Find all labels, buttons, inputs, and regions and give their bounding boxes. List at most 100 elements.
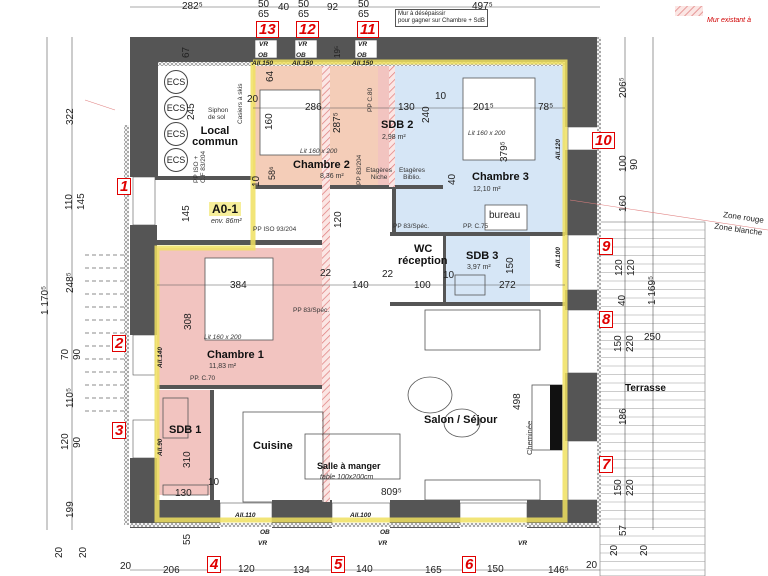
dim-right-120a: 120 xyxy=(614,259,625,276)
dim-int-10a: 10 xyxy=(435,91,447,102)
area-chambre-1: 11,83 m² xyxy=(209,363,237,370)
dim-right-150b: 150 xyxy=(613,479,624,496)
door-pp-iso: PP ISO 93/204 xyxy=(253,226,297,233)
dim-left-1170: 1 170⁵ xyxy=(40,285,51,315)
beds xyxy=(204,77,536,341)
allege-11: All.150 xyxy=(352,60,373,67)
window-number-7[interactable]: 7 xyxy=(599,456,614,473)
allege-10: All.120 xyxy=(555,139,562,160)
dim-top-2: 50 xyxy=(258,0,270,10)
window-vr-5: VR xyxy=(378,540,388,547)
fireplace-hearth xyxy=(550,385,562,450)
window-vr-13: VR xyxy=(259,41,269,48)
door-pp-c70: PP. C.70 xyxy=(190,375,216,382)
window-number-11[interactable]: 11 xyxy=(357,21,379,38)
window-number-1[interactable]: 1 xyxy=(117,178,132,195)
dim-int-58: 58⁶ xyxy=(267,166,277,180)
dim-right-40: 40 xyxy=(617,294,628,306)
allege-4: All.110 xyxy=(235,512,256,519)
dim-int-64: 64 xyxy=(265,70,276,82)
window-number-13[interactable]: 13 xyxy=(256,21,279,38)
window-number-6[interactable]: 6 xyxy=(462,556,477,573)
unit-outline xyxy=(154,59,568,523)
legend-hatch-swatch xyxy=(675,6,703,16)
dim-top-1: 282⁵ xyxy=(182,1,203,12)
dim-int-379: 379⁵ xyxy=(499,141,510,162)
ecs-tank-3: ECS xyxy=(164,122,188,146)
terrace-label: Terrasse xyxy=(625,383,666,394)
fireplace-label: Cheminée xyxy=(525,420,534,455)
dim-right-20c: 20 xyxy=(586,560,598,571)
allege-9: All.100 xyxy=(555,247,562,268)
dim-right-57: 57 xyxy=(618,524,629,536)
window-number-8[interactable]: 8 xyxy=(599,311,614,328)
area-chambre-2: 8,36 m² xyxy=(320,173,344,180)
allege-13: All.150 xyxy=(252,60,273,67)
room-label-cuisine: Cuisine xyxy=(253,440,293,452)
ecs-tank-1: ECS xyxy=(164,70,188,94)
window-number-5[interactable]: 5 xyxy=(331,556,346,573)
ecs-tank-4: ECS xyxy=(164,148,188,172)
dim-bottom-134: 134 xyxy=(293,565,310,576)
note-line-2: pour gagner sur Chambre + SdB xyxy=(398,18,485,25)
room-label-sdb-1: SDB 1 xyxy=(169,424,202,436)
dim-right-250: 250 xyxy=(644,332,661,343)
dim-int-498: 498 xyxy=(512,393,523,410)
dim-bottom-146: 146⁵ xyxy=(548,565,569,576)
dim-int-10d: 10 xyxy=(208,477,220,488)
dim-int-40: 40 xyxy=(447,173,458,185)
dim-int-310: 310 xyxy=(182,451,193,468)
dim-int-78: 78⁵ xyxy=(538,102,554,113)
terrace-deck xyxy=(599,221,706,576)
shelves-library: Etagères Biblio. xyxy=(398,167,426,181)
door-pp-83-spec-2: PP 83/Spéc. xyxy=(293,307,330,314)
window-vr-6: VR xyxy=(518,540,528,547)
window-number-9[interactable]: 9 xyxy=(599,238,614,255)
room-label-local-commun: Local commun xyxy=(192,125,238,148)
window-number-3[interactable]: 3 xyxy=(112,422,127,439)
dim-left-90a: 90 xyxy=(72,348,83,360)
dim-left-70: 70 xyxy=(60,348,71,360)
dim-left-90b: 90 xyxy=(72,436,83,448)
casiers-label: Casiers à skis xyxy=(237,83,244,124)
dim-right-90: 90 xyxy=(629,158,640,170)
section-line xyxy=(84,99,116,111)
window-number-2[interactable]: 2 xyxy=(112,335,127,352)
dim-right-100: 100 xyxy=(618,155,629,172)
dim-bottom-165: 165 xyxy=(425,565,442,576)
dim-right-20a: 20 xyxy=(609,544,620,556)
insulation-right xyxy=(597,37,601,527)
door-pp-83-204: PP 83/204 xyxy=(356,154,363,185)
dim-left-248: 248⁵ xyxy=(65,272,76,293)
room-label-sdb-2: SDB 2 xyxy=(381,119,414,131)
dim-int-130a: 130 xyxy=(398,102,415,113)
dim-bottom-20: 20 xyxy=(120,561,132,572)
window-vr-4: VR xyxy=(258,540,268,547)
legend-existing-wall: Mur existant à xyxy=(707,17,751,24)
area-sdb-3: 3,97 m² xyxy=(467,264,491,271)
allege-12: All.150 xyxy=(292,60,313,67)
dim-right-186: 186 xyxy=(618,408,629,425)
window-number-12[interactable]: 12 xyxy=(296,21,319,38)
window-ob-13: OB xyxy=(258,52,268,59)
dim-right-220b: 220 xyxy=(625,479,636,496)
dim-int-384: 384 xyxy=(230,280,247,291)
dim-top-3: 65 xyxy=(258,9,270,20)
dim-int-308: 308 xyxy=(183,313,194,330)
furniture xyxy=(162,274,563,503)
dim-left-199: 199 xyxy=(65,501,76,518)
dim-bottom-55: 55 xyxy=(182,533,193,545)
dim-int-10c: 10 xyxy=(443,270,455,281)
room-label-chambre-1: Chambre 1 xyxy=(207,349,264,361)
allege-5: All.100 xyxy=(350,512,371,519)
window-ob-5: OB xyxy=(380,529,390,536)
area-chambre-3: 12,10 m² xyxy=(473,186,501,193)
dim-bottom-150: 150 xyxy=(487,564,504,575)
window-number-4[interactable]: 4 xyxy=(207,556,222,573)
dim-int-22a: 22 xyxy=(320,268,332,279)
door-pp-83-spec: PP 83/Spéc. xyxy=(393,223,430,230)
window-number-10[interactable]: 10 xyxy=(592,132,615,149)
dim-left-120: 120 xyxy=(60,433,71,450)
